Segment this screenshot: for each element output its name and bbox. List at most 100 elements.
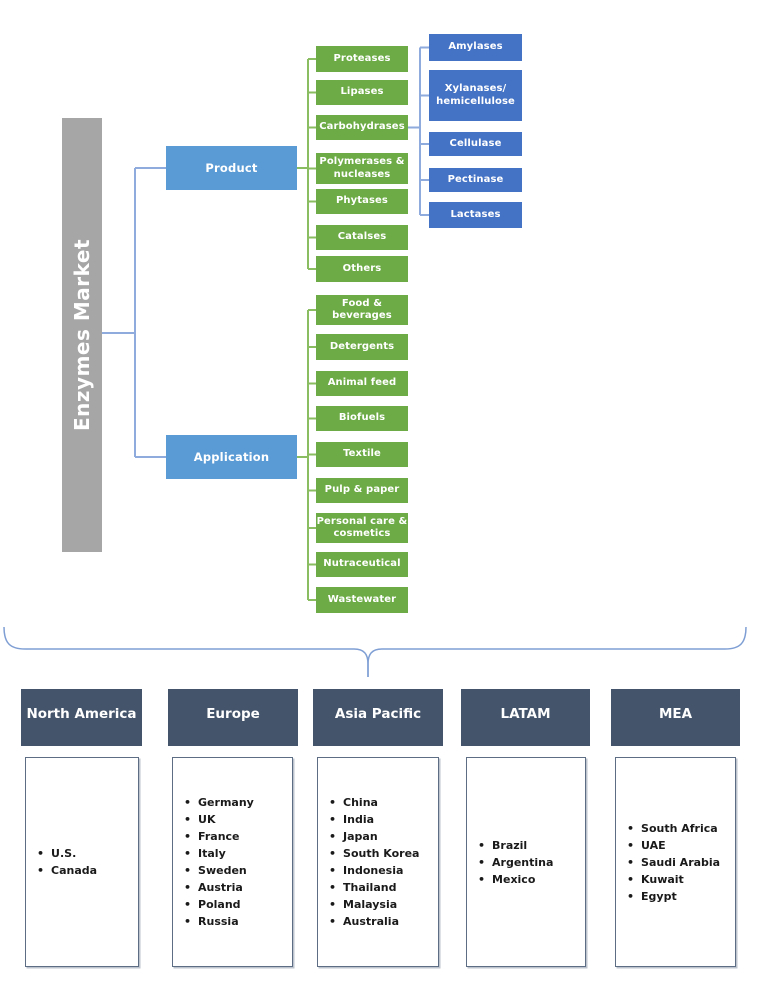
- country-label: UAE: [641, 838, 666, 852]
- country-item: • Saudi Arabia: [625, 854, 735, 871]
- region-countries-asia-pacific: • China • India • Japan • South Korea • Indonesia…: [317, 757, 439, 967]
- region-header-latam: LATAM: [461, 689, 590, 746]
- country-item: • U.S.: [35, 845, 138, 862]
- branch-application: Application: [166, 435, 297, 479]
- segment-lipases: Lipases: [316, 80, 408, 105]
- country-label: Malaysia: [343, 898, 398, 911]
- country-label: Germany: [198, 796, 254, 809]
- segment-animal-feed: Animal feed: [316, 371, 408, 396]
- segment-detergents: Detergents: [316, 334, 408, 360]
- segment-food-beverages: Food & beverages: [316, 295, 408, 325]
- brace-right-half: [367, 626, 747, 677]
- country-label: China: [343, 796, 378, 809]
- region-header-europe: Europe: [168, 689, 298, 746]
- bullet-icon: •: [329, 830, 337, 843]
- country-item: • UAE: [625, 837, 735, 854]
- country-label: South Africa: [641, 821, 718, 835]
- segment-catalses: Catalses: [316, 225, 408, 250]
- bullet-icon: •: [329, 864, 337, 877]
- region-countries-europe: •Germany•UK•France•Italy•Sweden•Austria•…: [172, 757, 293, 967]
- country-label: Thailand: [343, 881, 397, 894]
- bullet-icon: •: [329, 847, 337, 860]
- bullet-icon: •: [478, 838, 486, 852]
- country-item: • Australia: [327, 913, 438, 930]
- subsegment-pectinase: Pectinase: [429, 168, 522, 192]
- subsegment-cellulase: Cellulase: [429, 132, 522, 156]
- bullet-icon: •: [329, 813, 337, 826]
- bullet-icon: •: [329, 881, 337, 894]
- connector-product-tree: [297, 58, 316, 270]
- country-item: •Argentina: [476, 854, 585, 871]
- branch-product: Product: [166, 146, 297, 190]
- bullet-icon: •: [627, 838, 635, 852]
- subsegment-lactases: Lactases: [429, 202, 522, 228]
- bullet-icon: •: [627, 821, 635, 835]
- country-label: Mexico: [492, 872, 536, 886]
- country-label: Australia: [343, 915, 399, 928]
- bullet-icon: •: [184, 847, 192, 860]
- country-label: India: [343, 813, 375, 826]
- country-label: Indonesia: [343, 864, 404, 877]
- bullet-icon: •: [184, 813, 192, 826]
- country-item: • India: [327, 811, 438, 828]
- bullet-icon: •: [627, 872, 635, 886]
- region-countries-mea: • South Africa • UAE • Saudi Arabia • Kuwait •Eg…: [615, 757, 736, 967]
- country-item: • Italy: [182, 845, 292, 862]
- bullet-icon: •: [627, 855, 635, 869]
- bullet-icon: •: [184, 881, 192, 894]
- connector-carbohydrases-tree: [408, 46, 429, 216]
- bullet-icon: •: [37, 847, 45, 860]
- bullet-icon: •: [329, 796, 337, 809]
- connector-root-tree: [102, 167, 166, 458]
- bullet-icon: •: [329, 898, 337, 911]
- segment-personal-care-cosmetics: Personal care & cosmetics: [316, 513, 408, 543]
- subsegment-amylases: Amylases: [429, 34, 522, 61]
- country-item: • Malaysia: [327, 896, 438, 913]
- segment-biofuels: Biofuels: [316, 406, 408, 431]
- segment-pulp-paper: Pulp & paper: [316, 478, 408, 503]
- segment-others: Others: [316, 256, 408, 282]
- subsegment-xylanases-hemicellulose: Xylanases/ hemicellulose: [429, 70, 522, 121]
- country-label: France: [198, 830, 240, 843]
- country-label: Kuwait: [641, 872, 684, 886]
- segment-proteases: Proteases: [316, 46, 408, 72]
- country-label: Saudi Arabia: [641, 855, 721, 869]
- bullet-icon: •: [37, 864, 45, 877]
- country-item: • France: [182, 828, 292, 845]
- country-label: Poland: [198, 898, 241, 911]
- country-item: • Canada: [35, 862, 138, 879]
- country-item: • Poland: [182, 896, 292, 913]
- region-header-mea: MEA: [611, 689, 740, 746]
- region-countries-latam: •Brazil•Argentina•Mexico: [466, 757, 586, 967]
- country-label: Brazil: [492, 838, 528, 852]
- country-item: • Kuwait: [625, 871, 735, 888]
- country-item: • Indonesia: [327, 862, 438, 879]
- country-label: Italy: [198, 847, 226, 860]
- bullet-icon: •: [627, 889, 635, 903]
- country-label: Canada: [51, 864, 98, 877]
- country-label: Russia: [198, 915, 239, 928]
- country-label: Japan: [343, 830, 378, 843]
- country-item: • Russia: [182, 913, 292, 930]
- country-label: U.S.: [51, 847, 77, 860]
- bullet-icon: •: [184, 915, 192, 928]
- bullet-icon: •: [184, 898, 192, 911]
- market-root-label: Enzymes Market: [70, 239, 94, 431]
- country-label: UK: [198, 813, 216, 826]
- country-item: •Germany: [182, 794, 292, 811]
- region-countries-north-america: • U.S. • Canada: [25, 757, 139, 967]
- country-item: • Japan: [327, 828, 438, 845]
- bullet-icon: •: [329, 915, 337, 928]
- segment-polymerases-nucleases: Polymerases & nucleases: [316, 153, 408, 184]
- region-header-north-america: North America: [21, 689, 142, 746]
- segment-nutraceutical: Nutraceutical: [316, 552, 408, 577]
- segment-wastewater: Wastewater: [316, 587, 408, 613]
- country-item: • South Korea: [327, 845, 438, 862]
- bullet-icon: •: [184, 830, 192, 843]
- country-item: •Egypt: [625, 888, 735, 905]
- country-label: Sweden: [198, 864, 247, 877]
- country-label: South Korea: [343, 847, 420, 860]
- segment-phytases: Phytases: [316, 189, 408, 214]
- country-item: • China: [327, 794, 438, 811]
